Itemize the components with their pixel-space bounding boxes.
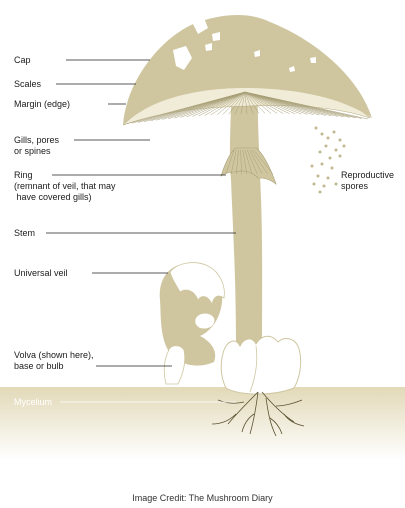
spore-dot [322, 184, 326, 188]
ring-fold [251, 149, 268, 175]
label-margin: Margin (edge) [14, 99, 71, 109]
gill-line [244, 91, 266, 114]
volva [220, 335, 302, 395]
gill-line [244, 91, 290, 114]
spore-dot [326, 136, 330, 140]
gill-line [216, 91, 246, 115]
gill-line [228, 91, 246, 115]
ring-folds [225, 149, 273, 175]
ring-fold [246, 149, 258, 175]
spore-dot [334, 148, 338, 152]
spore-dot [312, 182, 316, 186]
spore-dot [318, 190, 322, 194]
label-stem: Stem [14, 228, 36, 238]
scale-patch [212, 32, 220, 41]
gill-line [244, 91, 308, 115]
veil-drip [195, 313, 215, 329]
ring-fold [230, 149, 237, 175]
gill-line [198, 91, 246, 117]
label-ring: Ring (remnant of veil, that may have cov… [14, 170, 116, 202]
mycelium-roots [211, 391, 305, 437]
ring-fold [225, 149, 235, 175]
label-scales: Scales [14, 79, 42, 89]
ring-fold [244, 149, 253, 175]
universal-veil [169, 262, 225, 306]
image-credit: Image Credit: The Mushroom Diary [132, 493, 273, 503]
gill-line [244, 91, 248, 115]
spore-dot [320, 132, 324, 136]
gill-line [244, 91, 369, 120]
label-universal-veil: Universal veil [14, 268, 68, 278]
volva-fold [249, 345, 258, 393]
ring-fold [236, 149, 239, 175]
gill-line [180, 91, 246, 118]
spore-dot [314, 126, 318, 130]
spore-dot [318, 150, 322, 154]
gill-line [210, 91, 246, 116]
gill-line [192, 91, 246, 117]
label-volva: Volva (shown here), base or bulb [14, 350, 94, 371]
spore-dot [324, 144, 328, 148]
gill-line [244, 91, 272, 114]
label-mycelium: Mycelium [14, 397, 53, 407]
ring-fold [253, 149, 273, 175]
scale-patch [205, 43, 212, 51]
gill-line [222, 91, 246, 115]
scale-patch [173, 46, 192, 70]
spore-dot [332, 130, 336, 134]
label-gills: Gills, pores or spines [14, 135, 60, 156]
scale-patch [289, 66, 295, 72]
spore-dot [330, 166, 334, 170]
gill-lines [125, 91, 369, 125]
scale-patch [310, 57, 316, 63]
label-spores: Reproductive spores [341, 170, 395, 191]
ring-fold [249, 149, 263, 175]
spore-dot [326, 176, 330, 180]
gill-line [244, 91, 260, 114]
spore-dot [316, 174, 320, 178]
spore-dot [328, 156, 332, 160]
gill-line [174, 91, 246, 119]
gill-line [234, 91, 246, 115]
spore-dot [310, 164, 314, 168]
gill-line [244, 91, 302, 115]
gill-line [244, 91, 296, 115]
spore-dot [338, 138, 342, 142]
label-cap: Cap [14, 55, 31, 65]
gill-line [244, 91, 278, 114]
cap [123, 15, 372, 125]
scale-patch [192, 18, 208, 34]
gill-line [240, 91, 246, 115]
spore-dot [342, 144, 346, 148]
young-volva [163, 345, 186, 385]
gill-line [244, 91, 284, 114]
stem [229, 88, 263, 348]
leader-lines [46, 59, 236, 367]
spores [310, 126, 346, 194]
soil-band [0, 387, 405, 460]
ring-fold [242, 149, 248, 175]
spore-dot [320, 162, 324, 166]
ring-fold [240, 149, 242, 175]
scale-patch [254, 50, 260, 57]
gill-line [204, 91, 246, 116]
gill-line [244, 91, 254, 114]
spore-dot [338, 154, 342, 158]
gill-line [186, 91, 246, 118]
spore-dot [334, 182, 338, 186]
